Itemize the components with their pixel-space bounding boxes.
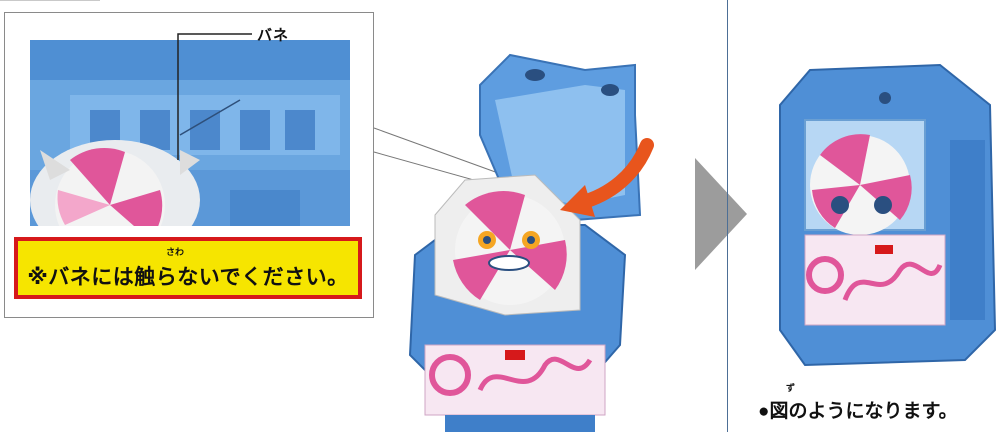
- caption-ruby: ず: [786, 381, 795, 394]
- next-step-arrow-icon: [695, 158, 747, 270]
- vertical-divider: [727, 0, 728, 432]
- closed-toy-illustration: [765, 60, 1005, 380]
- open-toy-illustration: [385, 45, 675, 432]
- result-caption: ●図のようになります。: [758, 396, 958, 423]
